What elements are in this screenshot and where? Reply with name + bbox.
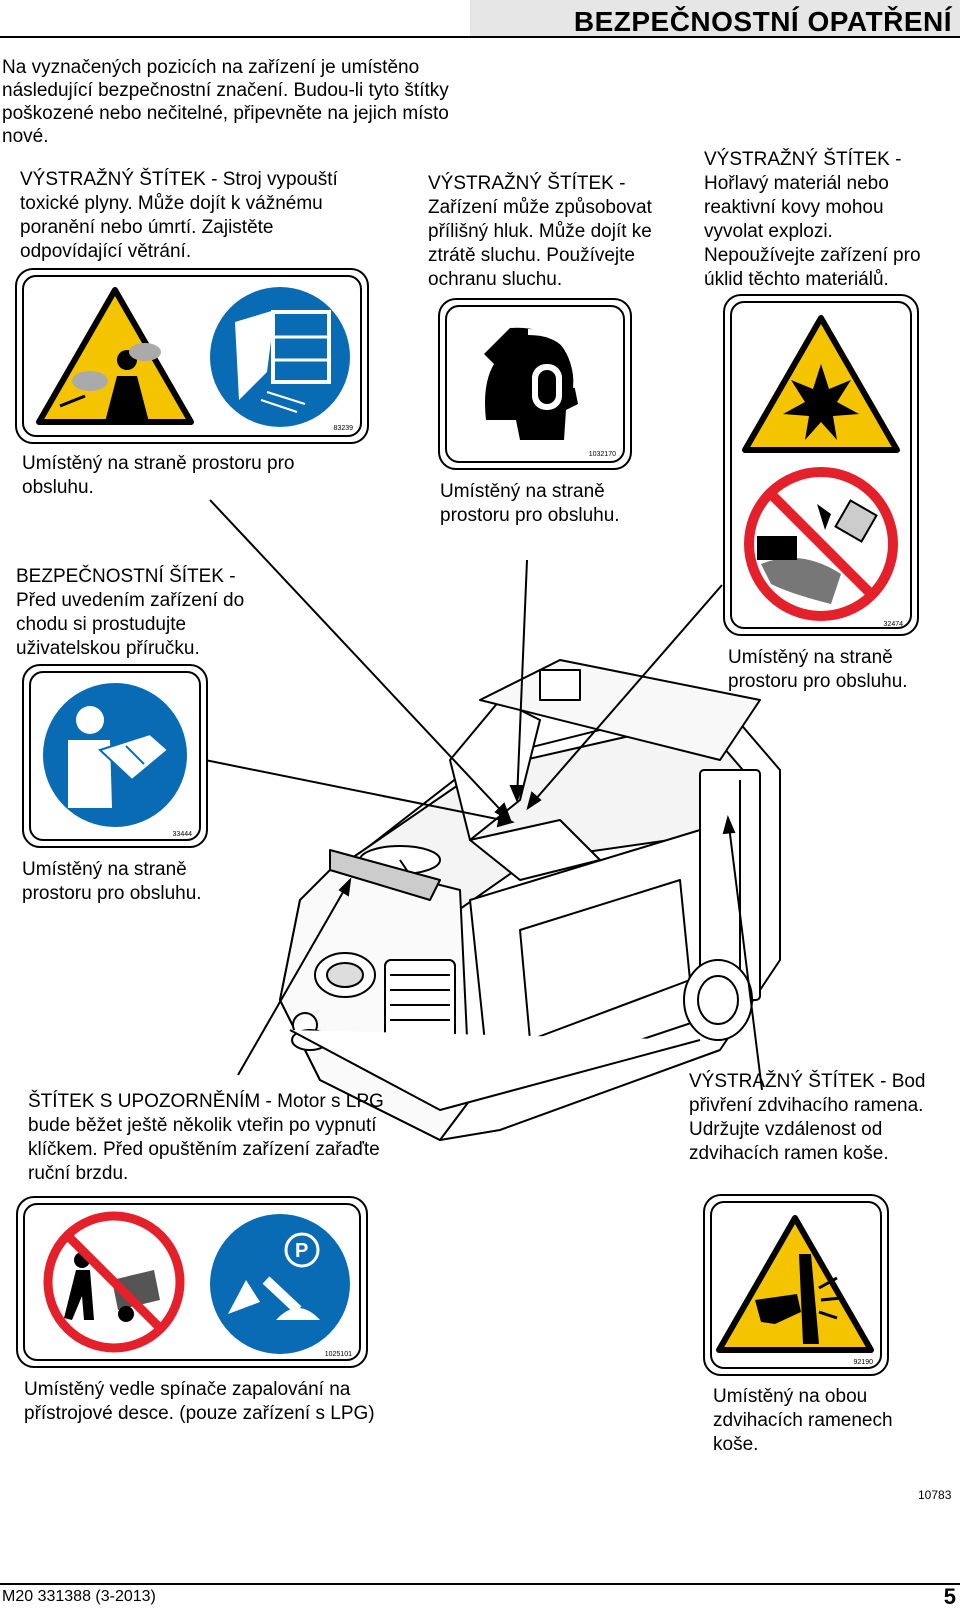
label-3-decal: 32474 xyxy=(723,294,919,636)
label-4-code: 33444 xyxy=(172,831,192,838)
read-manual-icon xyxy=(43,683,187,827)
label-4-decal: 33444 xyxy=(22,664,208,848)
label-5-heading: ŠTÍTEK S UPOZORNĚNÍM - Motor s LPG bude … xyxy=(28,1091,384,1184)
label-2-location: Umístěný na straně prostoru pro obsluhu. xyxy=(440,481,620,526)
label-3-code: 32474 xyxy=(883,621,903,628)
label-5-code: 1025101 xyxy=(324,1351,352,1358)
toxic-gas-warning-icon xyxy=(36,287,194,425)
label-6-heading: VÝSTRAŽNÝ ŠTÍTEK - Bod přivření zdvihací… xyxy=(689,1071,926,1164)
label-1-code: 83239 xyxy=(333,425,353,432)
label-4-location: Umístěný na straně prostoru pro obsluhu. xyxy=(22,859,202,904)
label-5-location: Umístěný vedle spínače zapalování na pří… xyxy=(24,1379,375,1424)
label-3-heading: VÝSTRAŽNÝ ŠTÍTEK - Hořlavý materiál nebo… xyxy=(704,149,921,290)
label-6-code: 92190 xyxy=(853,1359,873,1366)
label-4-heading: BEZPEČNOSTNÍ ŠÍTEK - Před uvedením zaříz… xyxy=(16,566,245,659)
header-bar xyxy=(470,0,960,36)
label-6-decal: 92190 xyxy=(703,1194,889,1376)
footer-rule xyxy=(0,1583,960,1585)
label-2-decal: 1032170 xyxy=(438,298,632,470)
label-6-location: Umístěný na obou zdvihacích ramenech koš… xyxy=(713,1386,893,1455)
footer-document-number: M20 331388 (3-2013) xyxy=(2,1588,156,1605)
label-2-heading: VÝSTRAŽNÝ ŠTÍTEK - Zařízení může způsobo… xyxy=(428,173,652,290)
ventilation-icon xyxy=(210,287,350,427)
hearing-protection-icon xyxy=(484,327,580,440)
explosion-warning-icon xyxy=(742,315,900,453)
label-3-location: Umístěný na straně prostoru pro obsluhu. xyxy=(728,647,908,692)
label-2-code: 1032170 xyxy=(588,451,616,458)
svg-text:P: P xyxy=(295,1240,308,1262)
page-number: 5 xyxy=(943,1584,956,1609)
figure-number: 10783 xyxy=(918,1488,952,1502)
page-title: BEZPEČNOSTNÍ OPATŘENÍ xyxy=(573,6,952,37)
no-leaving-machine-icon xyxy=(43,1211,185,1353)
label-1-heading: VÝSTRAŽNÝ ŠTÍTEK - Stroj vypouští toxick… xyxy=(20,169,338,262)
label-1-decal: 83239 xyxy=(15,268,369,444)
parking-brake-icon: P xyxy=(210,1214,350,1354)
header-rule xyxy=(0,36,960,38)
pinch-point-warning-icon xyxy=(716,1215,874,1353)
label-1-location: Umístěný na straně prostoru pro obsluhu. xyxy=(22,453,295,498)
no-flammable-material-icon xyxy=(744,467,898,621)
label-5-decal: P 1025101 xyxy=(16,1196,368,1368)
intro-text: Na vyznačených pozicích na zařízení je u… xyxy=(2,57,449,147)
